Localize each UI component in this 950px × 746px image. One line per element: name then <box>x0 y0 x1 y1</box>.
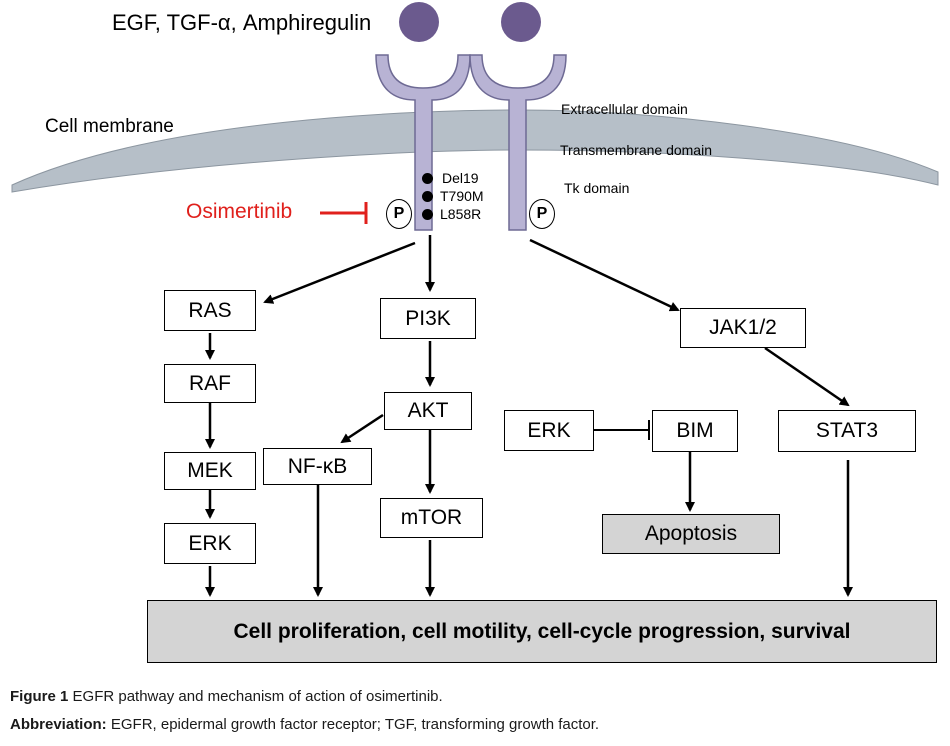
node-bim: BIM <box>652 410 738 452</box>
ligand-circle-left <box>399 2 439 42</box>
tk-domain-label: Tk domain <box>564 180 630 196</box>
figure-text: EGFR pathway and mechanism of action of … <box>68 688 443 705</box>
abbreviation-caption: Abbreviation: EGFR, epidermal growth fac… <box>10 716 599 733</box>
mutation-label-l858r: L858R <box>440 206 482 222</box>
arrow-receptor-to-jak <box>529 238 680 312</box>
node-akt: AKT <box>384 392 472 430</box>
mutation-label-del19: Del19 <box>442 170 479 186</box>
figure-label: Figure 1 <box>10 688 69 705</box>
extracellular-domain-label: Extracellular domain <box>561 101 688 117</box>
node-jak: JAK1/2 <box>680 308 806 348</box>
cell-membrane-label: Cell membrane <box>45 116 174 137</box>
cell-membrane-shape <box>11 109 939 193</box>
phospho-circle-left: P <box>386 199 412 229</box>
transmembrane-domain-label: Transmembrane domain <box>560 142 712 158</box>
figure-caption: Figure 1 EGFR pathway and mechanism of a… <box>10 688 443 705</box>
node-outcome: Cell proliferation, cell motility, cell-… <box>147 600 937 663</box>
mutation-dot-l858r <box>422 209 433 220</box>
arrow-akt-to-nfkb <box>340 413 384 444</box>
abbreviation-text: EGFR, epidermal growth factor receptor; … <box>106 716 600 733</box>
arrow-jak-to-stat3 <box>764 346 850 407</box>
node-ras: RAS <box>164 290 256 331</box>
node-erk-mid: ERK <box>504 410 594 451</box>
arrow-receptor-to-ras <box>263 241 416 304</box>
ligands-label: EGF, TGF-α, Amphiregulin <box>112 10 372 35</box>
node-pi3k: PI3K <box>380 298 476 339</box>
node-nfkb: NF-κB <box>263 448 372 485</box>
ligand-circle-right <box>501 2 541 42</box>
osimertinib-label: Osimertinib <box>186 200 293 223</box>
node-apoptosis: Apoptosis <box>602 514 780 554</box>
abbreviation-label: Abbreviation: <box>10 716 107 733</box>
mutation-label-t790m: T790M <box>440 188 484 204</box>
node-erk-left: ERK <box>164 523 256 564</box>
node-stat3: STAT3 <box>778 410 916 452</box>
phospho-circle-right: P <box>529 199 555 229</box>
node-raf: RAF <box>164 364 256 403</box>
egfr-receptor-right <box>469 54 567 231</box>
mutation-dot-del19 <box>422 173 433 184</box>
node-mtor: mTOR <box>380 498 483 538</box>
node-mek: MEK <box>164 452 256 490</box>
mutation-dot-t790m <box>422 191 433 202</box>
